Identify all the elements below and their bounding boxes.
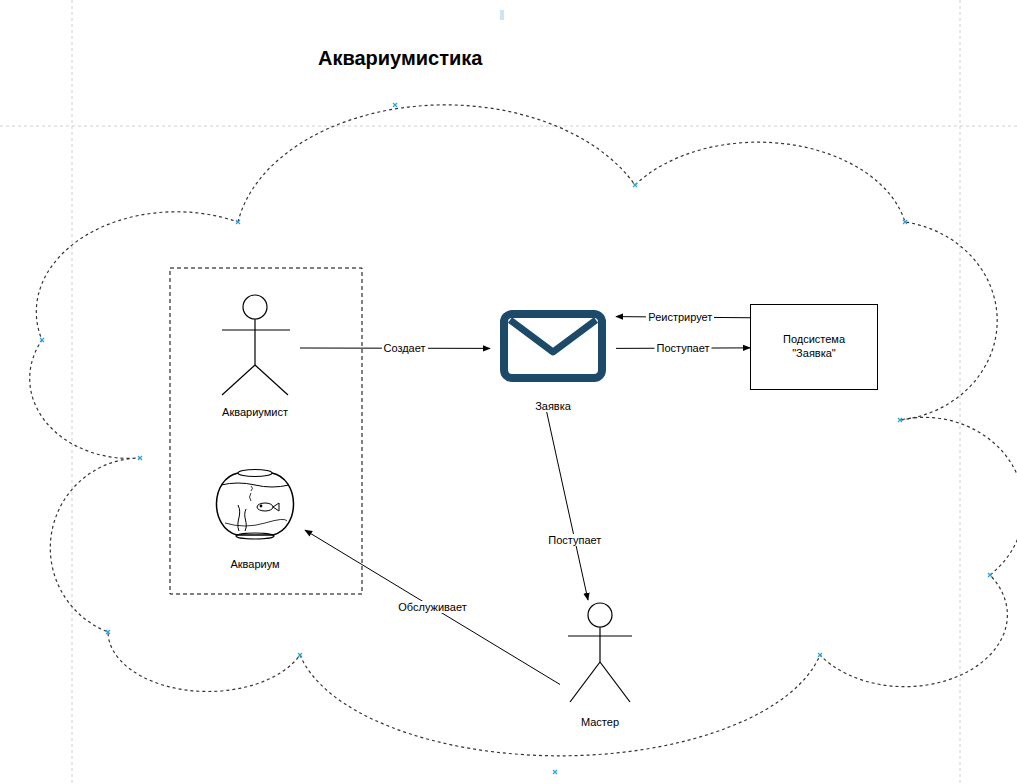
actor-figure: Аквариумист (210, 293, 300, 418)
guide-handle (500, 10, 504, 20)
edge-label: Создает (381, 342, 427, 354)
diagram-title: Аквариумистика (318, 47, 482, 70)
cloud-outline (30, 105, 1017, 756)
request-icon-graphic (490, 306, 616, 412)
node-label: Мастер (560, 716, 640, 728)
request-icon: Заявка (490, 306, 616, 412)
aquarium-icon: Аквариум (205, 465, 305, 570)
actor-figure: Мастер (560, 600, 640, 728)
edge-label: Обслуживает (396, 601, 468, 613)
node-label: Подсистема "Заявка" (761, 333, 867, 361)
edge-label: Поступает (546, 534, 603, 546)
actor-figure-graphic (560, 600, 640, 728)
arrow-connector (305, 530, 560, 684)
group-frame (170, 268, 362, 594)
node-label: Аквариумист (210, 406, 300, 418)
aquarium-icon-graphic (205, 465, 305, 570)
cloud-handles (40, 103, 992, 774)
edge-label: Реистрирует (646, 311, 714, 323)
process-box: Подсистема "Заявка" (750, 304, 878, 390)
actor-figure-graphic (210, 293, 300, 418)
arrow-connector (547, 412, 588, 600)
edge-label: Поступает (654, 342, 711, 354)
node-label: Аквариум (205, 558, 305, 570)
node-label: Заявка (490, 400, 616, 412)
